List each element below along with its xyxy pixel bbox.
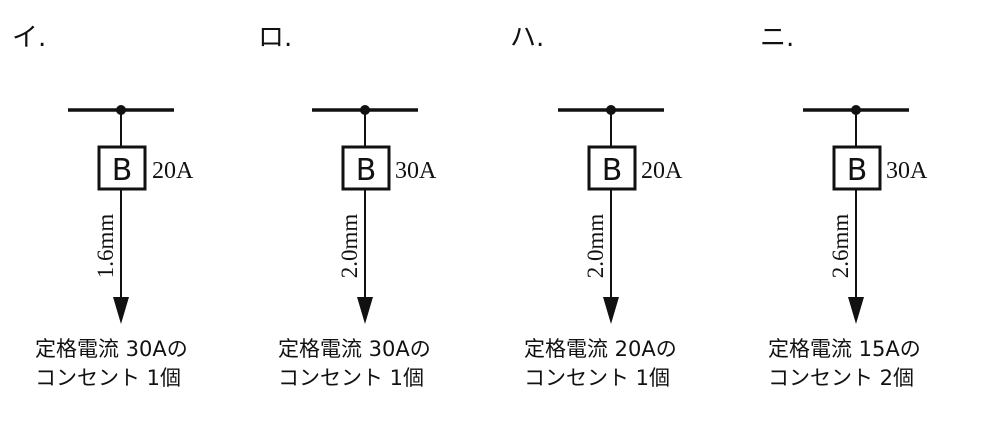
load-description-line2: コンセント 1個	[278, 366, 424, 390]
load-description-line2: コンセント 2個	[768, 366, 914, 390]
arrow-head	[603, 297, 619, 324]
arrow-head	[113, 297, 129, 324]
option-ha: ハ. B 20A 2.0mm 定格電流 20Aの コンセント 1個	[510, 23, 683, 390]
load-description-line1: 定格電流 15Aの	[768, 337, 921, 361]
breaker-box	[587, 145, 637, 191]
wire-size-label: 2.0mm	[337, 214, 362, 279]
breaker-rating: 20A	[152, 158, 194, 184]
option-label: ハ.	[510, 23, 544, 53]
option-i: イ. B 20A 1.6mm 定格電流 30Aの コンセント 1個	[12, 23, 194, 390]
wire-size-label: 2.0mm	[583, 214, 608, 279]
load-description-line1: 定格電流 30Aの	[35, 337, 188, 361]
option-label: イ.	[12, 23, 46, 53]
load-description-line2: コンセント 1個	[524, 366, 670, 390]
option-label: ニ.	[760, 23, 794, 53]
breaker-symbol: B	[356, 153, 377, 188]
breaker-box	[341, 145, 391, 191]
breaker-rating: 30A	[395, 158, 437, 184]
breaker-box	[97, 145, 147, 191]
load-description-line2: コンセント 1個	[35, 366, 181, 390]
option-ro: ロ. B 30A 2.0mm 定格電流 30Aの コンセント 1個	[258, 23, 437, 390]
option-ni: ニ. B 30A 2.6mm 定格電流 15Aの コンセント 2個	[760, 23, 928, 390]
option-label: ロ.	[258, 23, 292, 53]
arrow-head	[848, 297, 864, 324]
breaker-symbol: B	[847, 153, 868, 188]
load-description-line1: 定格電流 30Aの	[278, 337, 431, 361]
breaker-symbol: B	[112, 153, 133, 188]
breaker-rating: 20A	[641, 158, 683, 184]
wire-size-label: 1.6mm	[93, 214, 118, 279]
arrow-head	[357, 297, 373, 324]
breaker-symbol: B	[602, 153, 623, 188]
breaker-rating: 30A	[886, 158, 928, 184]
wire-size-label: 2.6mm	[828, 214, 853, 279]
load-description-line1: 定格電流 20Aの	[524, 337, 677, 361]
